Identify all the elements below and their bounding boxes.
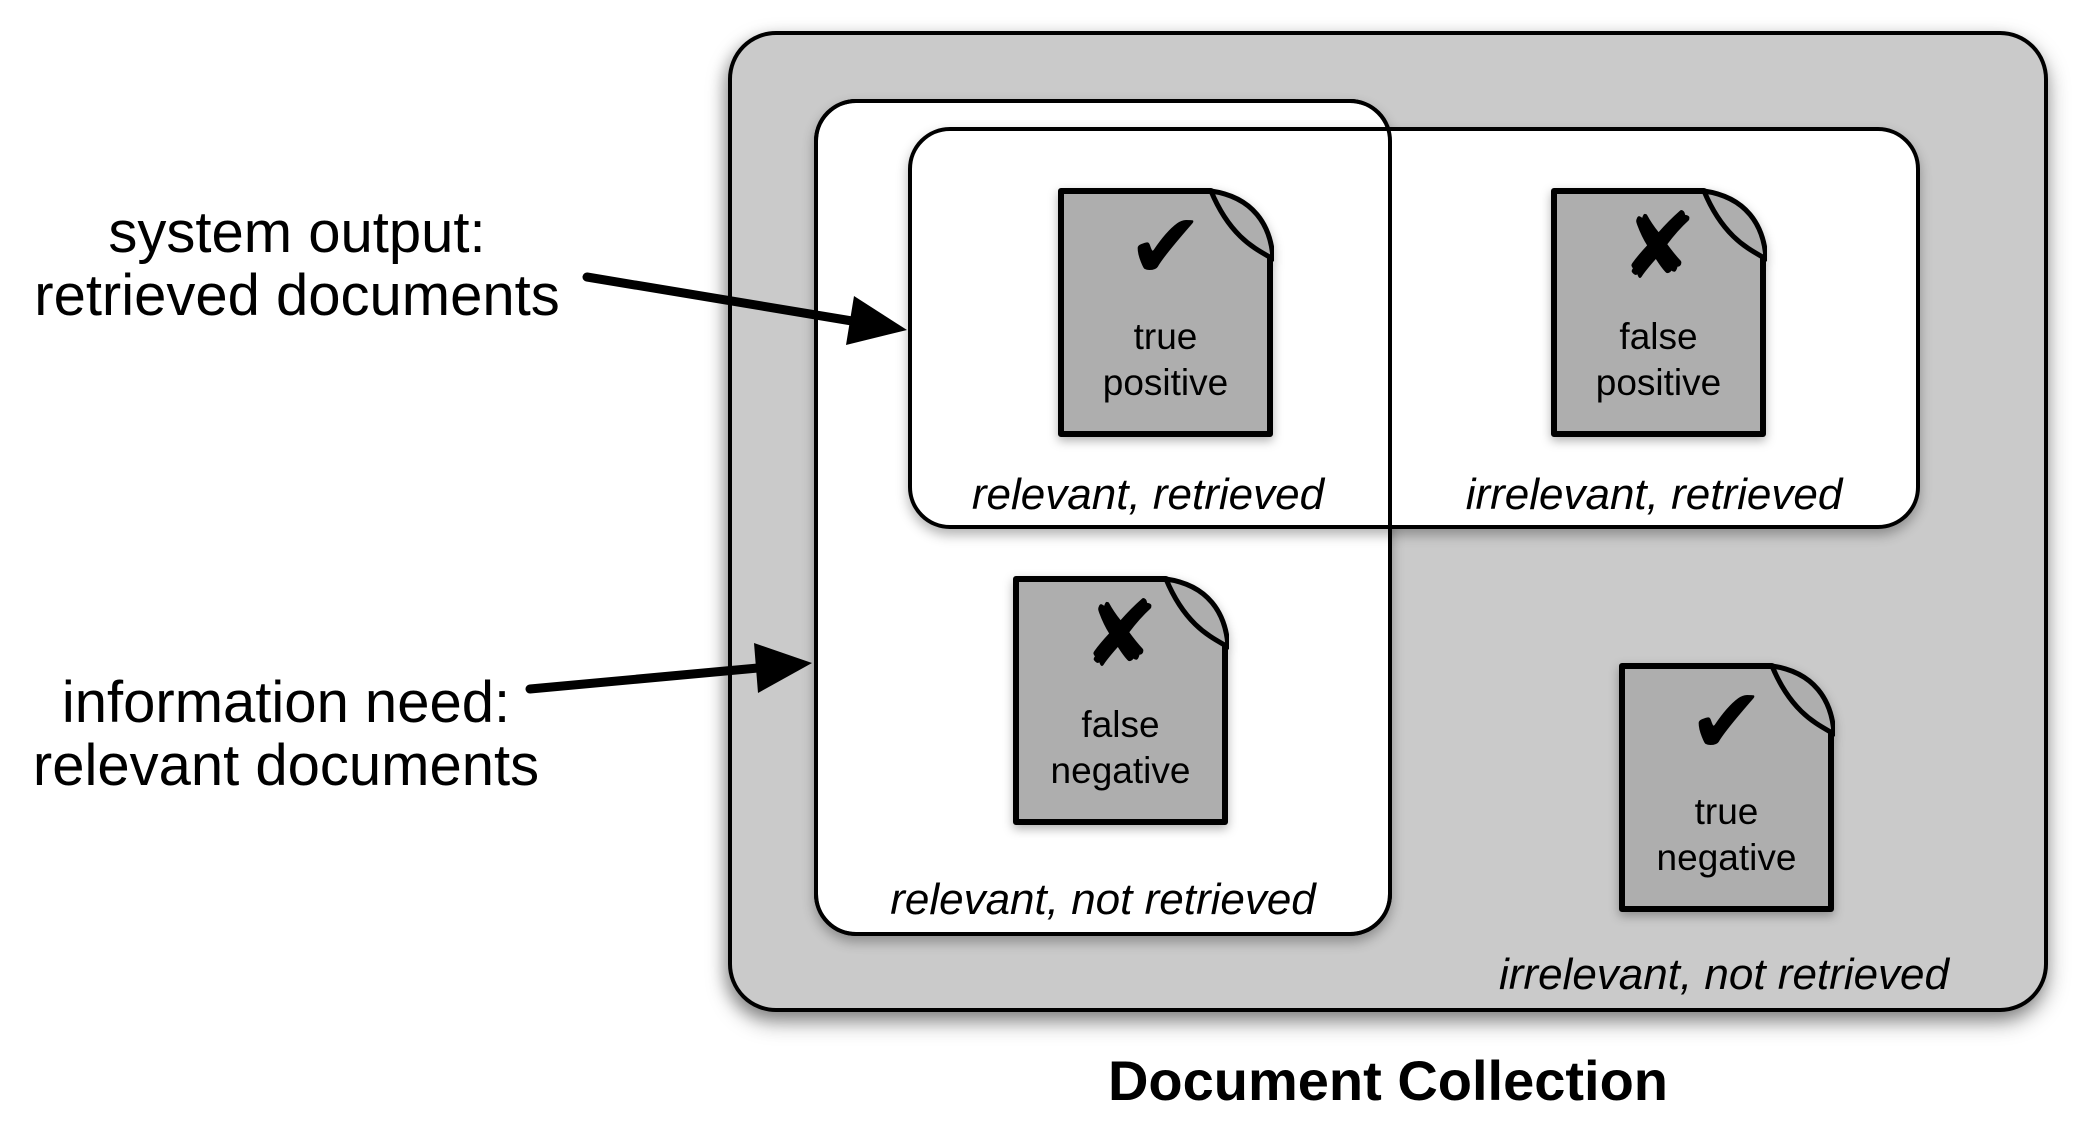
doc-label-line1: false — [1619, 316, 1698, 357]
annotation-line: information need: — [61, 670, 511, 735]
label-relevant-not-retrieved: relevant, not retrieved — [890, 875, 1316, 924]
doc-label-line2: negative — [1656, 837, 1797, 878]
doc-label: true negative — [1618, 789, 1835, 881]
annotation-line: relevant documents — [32, 733, 540, 798]
label-irrelevant-not-retrieved: irrelevant, not retrieved — [1499, 950, 1949, 999]
doc-label-line1: false — [1081, 704, 1160, 745]
doc-label-line2: positive — [1102, 362, 1229, 403]
doc-label-line1: true — [1694, 791, 1759, 832]
document-page-icon — [1058, 188, 1274, 437]
doc-true-negative: ✔ true negative — [1618, 662, 1835, 913]
doc-label-line2: negative — [1050, 750, 1191, 791]
label-irrelevant-retrieved: irrelevant, retrieved — [1465, 470, 1843, 519]
annotation-line: retrieved documents — [34, 263, 560, 328]
doc-label: false negative — [1012, 702, 1229, 794]
cross-icon: ✘ — [1081, 581, 1160, 688]
doc-true-positive: ✔ true positive — [1057, 187, 1274, 438]
doc-false-positive: ✘ false positive — [1550, 187, 1767, 438]
document-page-icon — [1551, 188, 1767, 437]
annotation-system-output: system output: retrieved documents — [0, 201, 594, 327]
doc-false-negative: ✘ false negative — [1012, 575, 1229, 826]
doc-label-line2: positive — [1595, 362, 1722, 403]
annotation-line: system output: — [108, 200, 486, 265]
check-icon: ✔ — [1126, 193, 1205, 300]
check-icon: ✔ — [1687, 668, 1766, 775]
doc-label: false positive — [1550, 314, 1767, 406]
doc-label-line1: true — [1133, 316, 1198, 357]
doc-label: true positive — [1057, 314, 1274, 406]
label-relevant-retrieved: relevant, retrieved — [971, 470, 1325, 519]
document-page-icon — [1619, 663, 1835, 912]
cross-icon: ✘ — [1619, 193, 1698, 300]
document-page-icon — [1013, 576, 1229, 825]
annotation-information-need: information need: relevant documents — [0, 671, 572, 797]
diagram-title: Document Collection — [1107, 1049, 1669, 1112]
